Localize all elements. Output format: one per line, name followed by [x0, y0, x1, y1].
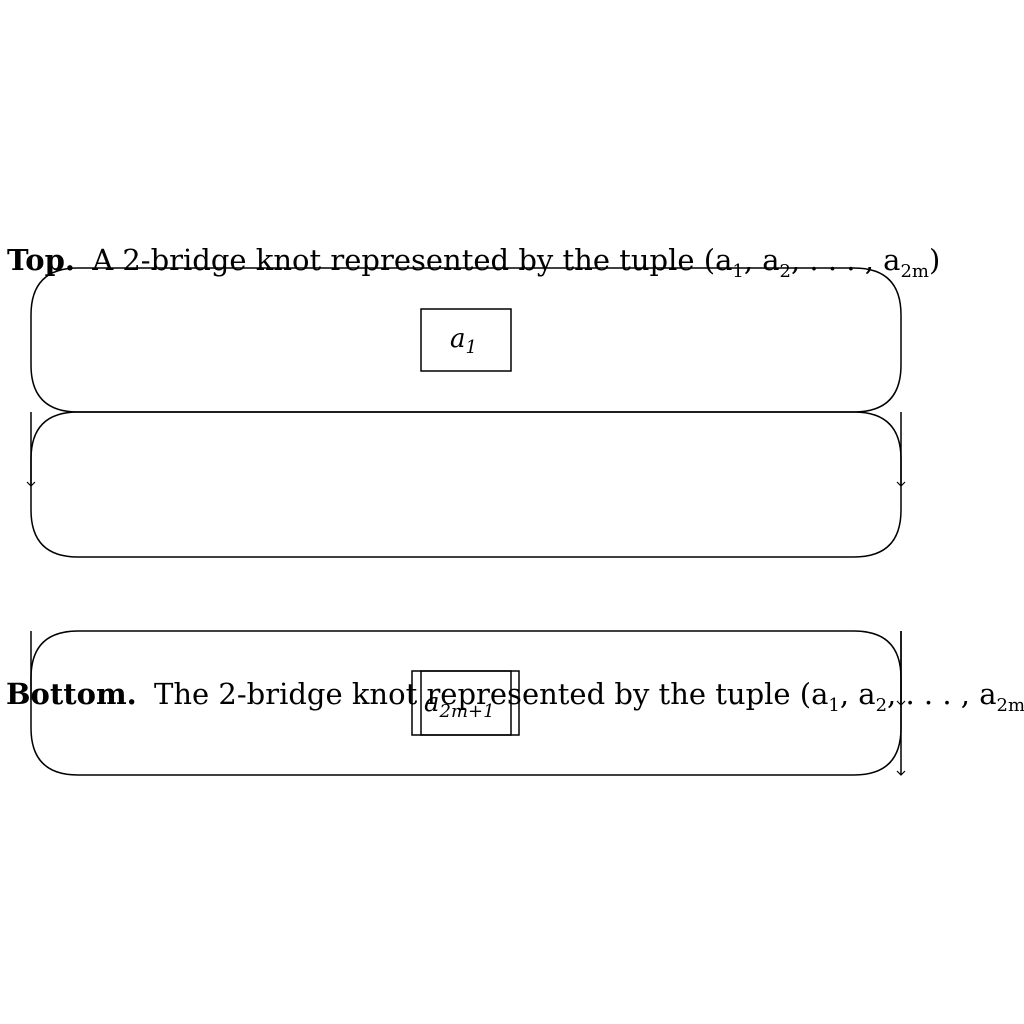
top-caption: Top. A 2-bridge knot represented by the … — [7, 243, 940, 282]
bottom-strand — [30, 630, 902, 776]
bottom-twist-box-label: a2m+1 — [424, 688, 495, 722]
top-lower-strand — [30, 411, 902, 558]
top-twist-box-label: a1 — [450, 324, 477, 358]
bottom-twist-box-inner — [420, 670, 512, 736]
bottom-caption: Bottom. The 2-bridge knot represented by… — [6, 677, 1024, 716]
top-twist-box — [420, 308, 512, 372]
